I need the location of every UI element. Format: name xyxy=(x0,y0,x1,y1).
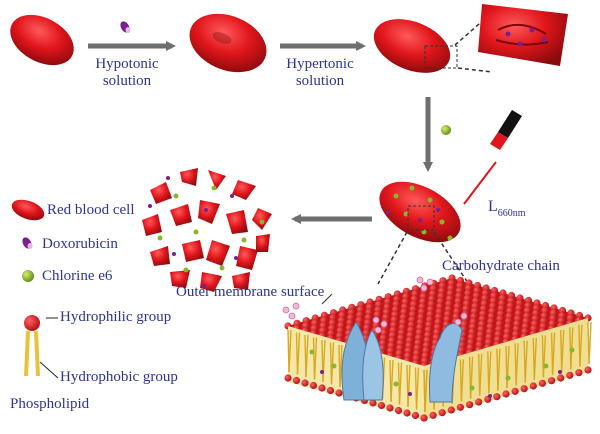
legend-chlorine-label: Chlorine e6 xyxy=(42,268,113,284)
laser-label-base: L xyxy=(488,198,498,215)
legend-hydrophobic-label: Hydrophobic group xyxy=(60,369,178,385)
hypertonic-label-line1: Hypertonic xyxy=(286,56,354,72)
fragment-molecules xyxy=(148,176,265,288)
legend-rbc-label: Red blood cell xyxy=(47,202,135,218)
legend-phospholipid-label: Phospholipid xyxy=(10,396,90,412)
legend-doxorubicin-icon xyxy=(22,237,33,249)
rbc-step1 xyxy=(10,14,74,66)
membrane-inset xyxy=(478,4,568,66)
rbc-step3 xyxy=(373,17,493,73)
rbc-loaded xyxy=(377,181,471,287)
rbc-fragments xyxy=(142,168,272,292)
outer-membrane-pointer xyxy=(321,293,333,305)
laser-pointer-icon xyxy=(463,110,522,205)
laser-label: L660nm xyxy=(488,198,526,219)
membrane-block xyxy=(282,274,592,422)
hypotonic-label-line2: solution xyxy=(102,73,152,89)
outer-membrane-label: Outer membrane surface xyxy=(176,284,325,300)
hypotonic-label: Hypotonic solution xyxy=(86,56,168,90)
carbohydrate-label: Carbohydrate chain xyxy=(442,258,560,274)
doxorubicin-molecule xyxy=(120,21,131,33)
phospholipid-icon xyxy=(24,315,59,379)
legend-chlorine-icon xyxy=(22,270,34,282)
chlorine-e6-molecule xyxy=(441,125,451,135)
legend-hydrophilic-label: Hydrophilic group xyxy=(60,309,172,325)
hypotonic-label-line1: Hypotonic xyxy=(95,56,159,72)
rbc-step2 xyxy=(189,13,267,73)
laser-label-sub: 660nm xyxy=(497,208,526,219)
legend-doxorubicin-label: Doxorubicin xyxy=(42,236,118,252)
hypertonic-label: Hypertonic solution xyxy=(276,56,364,90)
legend-rbc-icon xyxy=(11,199,45,221)
hypertonic-label-line2: solution xyxy=(295,73,345,89)
